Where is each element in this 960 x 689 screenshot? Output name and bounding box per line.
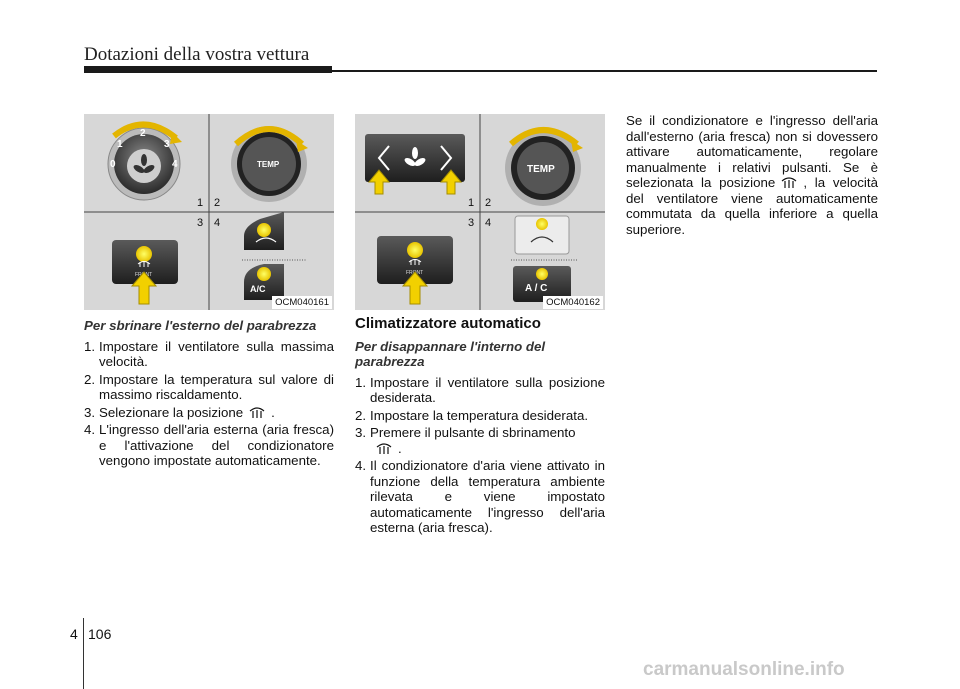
- knob-number-2: 2: [140, 128, 146, 139]
- fan-speed-knob: 0 1 2 3 4: [107, 121, 182, 201]
- fan-icon: [133, 154, 155, 173]
- figure-code: OCM040161: [272, 296, 332, 309]
- ac-label: A / C: [525, 283, 547, 294]
- fan-speed-control: [365, 134, 465, 195]
- subheading-interior-defog: Per disappannare l'interno del parabrezz…: [355, 338, 546, 370]
- step-text: Selezionare la posizione.: [99, 404, 275, 420]
- rotate-arrow-icon: [112, 121, 178, 141]
- step-text: L'ingresso dell'aria esterna (aria fresc…: [99, 422, 334, 468]
- page-header-title: Dotazioni della vostra vettura: [84, 44, 310, 65]
- list-item: 3. Premere il pulsante di sbrinamento.: [355, 425, 605, 456]
- temp-label: TEMP: [257, 160, 280, 169]
- knob-number-3: 3: [164, 139, 170, 150]
- paragraph-text: , la velocità del ventilatore viene auto…: [626, 175, 878, 237]
- defrost-icon: [249, 406, 265, 418]
- step-number: 4.: [355, 458, 367, 473]
- defrost-icon: [137, 261, 151, 267]
- footer-rule: [83, 618, 84, 689]
- front-defrost-button: FRONT: [112, 240, 178, 305]
- press-arrow-icon: [130, 271, 158, 305]
- recirculation-button: [244, 212, 284, 250]
- list-item: 1.Impostare il ventilatore sulla posizio…: [355, 375, 605, 406]
- figure-label-4: 4: [485, 217, 491, 229]
- chevron-right-icon: [440, 145, 453, 171]
- step-text: Impostare il ventilatore sulla massima v…: [99, 338, 334, 370]
- figure-automatic-defog: TEMP 1 2 3 4 FRONT A / C OCM040162: [355, 114, 605, 310]
- step-number: 1.: [355, 374, 367, 390]
- figure-label-3: 3: [197, 217, 203, 229]
- list-item: 1.Impostare il ventilatore sulla massima…: [84, 339, 334, 370]
- step-text: Impostare la temperatura desiderata.: [370, 407, 589, 423]
- paragraph-text: Se il condizionatore e l'ingresso dell'a…: [626, 113, 878, 190]
- step-text: Impostare il ventilatore sulla posizione…: [370, 374, 605, 406]
- ac-button: A/C: [244, 264, 284, 300]
- figure-code: OCM040162: [543, 296, 603, 309]
- ac-label: A/C: [250, 284, 266, 294]
- step-number: 4.: [84, 422, 96, 437]
- chevron-left-icon: [377, 145, 390, 171]
- figure-manual-defrost: 0 1 2 3 4 TEMP 1 2 3 4 FRONT: [84, 114, 334, 310]
- defrost-icon: [376, 442, 392, 454]
- knob-number-4: 4: [172, 159, 178, 170]
- recirculation-button: [514, 215, 570, 255]
- list-item: 4.L'ingresso dell'aria esterna (aria fre…: [84, 422, 334, 469]
- subheading-exterior-defrost: Per sbrinare l'esterno del parabrezza: [84, 318, 317, 333]
- ac-button: A / C: [513, 266, 571, 302]
- watermark: carmanualsonline.info: [643, 659, 845, 680]
- defog-steps: 1.Impostare il ventilatore sulla posizio…: [355, 375, 605, 536]
- press-arrow-icon: [401, 271, 429, 305]
- step-text: Premere il pulsante di sbrinamento.: [370, 425, 576, 456]
- step-text: Impostare la temperatura sul valore di m…: [99, 371, 334, 403]
- step-number: 3.: [355, 425, 367, 440]
- section-heading: Climatizzatore automatico: [355, 315, 541, 332]
- header-line: [332, 70, 877, 72]
- temperature-knob: TEMP: [505, 127, 583, 206]
- recirculation-icon: [255, 237, 277, 243]
- knob-number-1: 1: [117, 139, 123, 150]
- step-number: 3.: [84, 404, 96, 420]
- page-number: 106: [88, 626, 112, 642]
- step-number: 1.: [84, 338, 96, 354]
- list-item: 2.Impostare la temperatura sul valore di…: [84, 372, 334, 403]
- left-column: Per sbrinare l'esterno del parabrezza 1.…: [84, 318, 334, 471]
- defrost-icon: [408, 259, 422, 265]
- step-number: 2.: [355, 407, 367, 423]
- middle-column: Climatizzatore automatico Per disappanna…: [355, 316, 605, 538]
- knob-number-0: 0: [110, 159, 116, 170]
- figure-label-1: 1: [468, 197, 474, 209]
- right-column-paragraph: Se il condizionatore e l'ingresso dell'a…: [626, 113, 878, 237]
- temperature-knob: TEMP: [231, 126, 308, 202]
- list-item: 2.Impostare la temperatura desiderata.: [355, 408, 605, 424]
- step-number: 2.: [84, 371, 96, 387]
- press-arrow-left-icon: [367, 169, 391, 195]
- step-text: Il condizionatore d'aria viene attivato …: [370, 458, 605, 535]
- header-bar: [84, 66, 332, 73]
- figure-label-2: 2: [485, 197, 491, 209]
- defrost-steps: 1.Impostare il ventilatore sulla massima…: [84, 339, 334, 469]
- front-defrost-button: FRONT: [377, 236, 453, 305]
- section-number: 4: [70, 626, 78, 642]
- figure-label-1: 1: [197, 197, 203, 209]
- defrost-icon: [781, 177, 797, 188]
- recirculation-icon: [530, 236, 554, 243]
- list-item: 3. Selezionare la posizione.: [84, 405, 334, 421]
- fan-icon: [404, 147, 426, 166]
- press-arrow-right-icon: [439, 169, 463, 195]
- figure-label-2: 2: [214, 197, 220, 209]
- figure-label-4: 4: [214, 217, 220, 229]
- temp-label: TEMP: [527, 164, 555, 175]
- figure-label-3: 3: [468, 217, 474, 229]
- list-item: 4.Il condizionatore d'aria viene attivat…: [355, 458, 605, 536]
